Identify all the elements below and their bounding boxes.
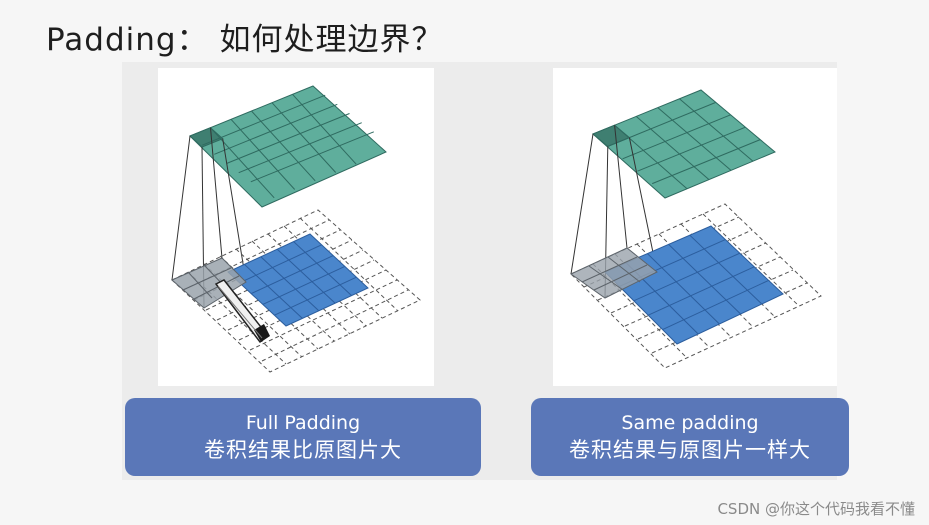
watermark: CSDN @你这个代码我看不懂 bbox=[717, 498, 915, 519]
slide-title: Padding： 如何处理边界？ bbox=[46, 14, 443, 59]
caption-description: 卷积结果与原图片一样大 bbox=[569, 436, 811, 464]
caption-title: Full Padding bbox=[246, 410, 360, 436]
output-grid bbox=[190, 86, 386, 207]
full-padding-caption: Full Padding 卷积结果比原图片大 bbox=[125, 398, 481, 476]
same-padding-caption: Same padding 卷积结果与原图片一样大 bbox=[531, 398, 849, 476]
full-padding-figure bbox=[158, 68, 434, 386]
same-padding-diagram bbox=[553, 68, 837, 386]
caption-description: 卷积结果比原图片大 bbox=[204, 436, 402, 464]
full-padding-diagram bbox=[158, 68, 434, 386]
caption-title: Same padding bbox=[621, 410, 758, 436]
same-padding-figure bbox=[553, 68, 837, 386]
